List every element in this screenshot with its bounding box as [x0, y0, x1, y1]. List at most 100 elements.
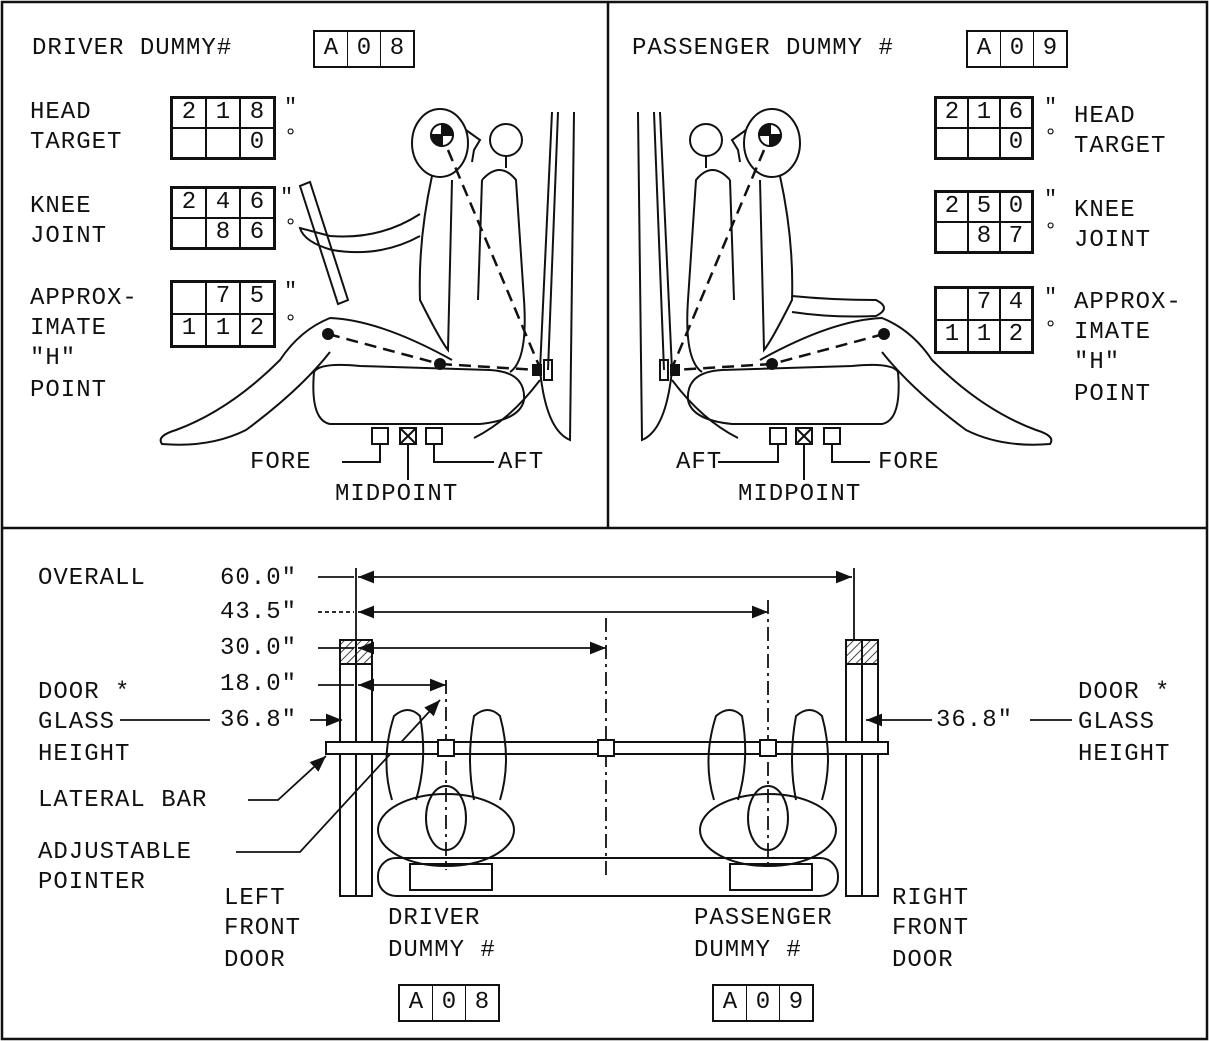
driver-aft-label: AFT	[498, 449, 545, 476]
value-digit: 0	[1000, 128, 1032, 158]
degree-unit: °	[1044, 317, 1058, 342]
value-digit: 2	[172, 98, 206, 128]
driver-head-target-label-2: TARGET	[30, 129, 123, 156]
passenger-h-point-label-2: IMATE	[1074, 319, 1152, 346]
id-digit: 0	[433, 986, 466, 1020]
id-digit: 0	[747, 986, 780, 1020]
value-digit	[936, 288, 968, 320]
dimension-centerline: 30.0"	[220, 635, 298, 662]
value-digit: 4	[1000, 288, 1032, 320]
value-digit: 0	[240, 128, 274, 158]
driver-h-point-label-4: POINT	[30, 377, 108, 404]
id-digit: 8	[389, 35, 405, 62]
value-digit: 7	[1000, 222, 1032, 252]
value-digit	[936, 128, 968, 158]
passenger-fore-label: FORE	[878, 449, 940, 476]
inch-unit: "	[280, 185, 294, 210]
plan-driver-dummy-label-2: DUMMY #	[388, 937, 496, 964]
value-digit: 0	[1000, 192, 1032, 222]
value-digit: 1	[968, 320, 1000, 352]
value-digit: 8	[240, 98, 274, 128]
plan-passenger-id-box: A 0 9	[712, 984, 814, 1022]
driver-head-target-label-1: HEAD	[30, 99, 92, 126]
degree-unit: °	[284, 125, 298, 150]
passenger-h-point-label-1: APPROX-	[1074, 289, 1182, 316]
passenger-knee-joint-label-2: JOINT	[1074, 227, 1152, 254]
right-front-door-label-3: DOOR	[892, 947, 954, 974]
value-digit: 2	[172, 188, 206, 218]
value-digit: 1	[936, 320, 968, 352]
dimension-overall: 60.0"	[220, 565, 298, 592]
driver-seated-figure	[159, 108, 575, 480]
id-digit: A	[400, 986, 433, 1020]
driver-h-point-label-1: APPROX-	[30, 285, 138, 312]
lateral-bar-label: LATERAL BAR	[38, 787, 208, 814]
driver-h-point-label-2: IMATE	[30, 315, 108, 342]
id-digit: A	[315, 32, 348, 66]
id-digit: 0	[348, 32, 381, 66]
id-digit: 0	[1001, 32, 1034, 66]
driver-knee-joint-grid: 2 4 6 8 6	[170, 186, 276, 250]
degree-unit: °	[1044, 219, 1058, 244]
driver-dummy-title: DRIVER DUMMY#	[32, 35, 233, 62]
value-digit	[206, 128, 240, 158]
driver-knee-joint-label-2: JOINT	[30, 223, 108, 250]
inch-unit: "	[1044, 285, 1058, 310]
passenger-midpoint-label: MIDPOINT	[738, 481, 862, 508]
id-digit: A	[968, 32, 1001, 66]
driver-h-point-grid: 7 5 1 1 2	[170, 280, 276, 348]
dimension-passenger-offset: 43.5"	[220, 599, 298, 626]
value-digit	[968, 128, 1000, 158]
left-glass-label-2: GLASS	[38, 709, 116, 736]
dimension-driver-offset: 18.0"	[220, 671, 298, 698]
plan-driver-dummy-label-1: DRIVER	[388, 905, 481, 932]
right-glass-label-1: DOOR *	[1078, 679, 1171, 706]
right-glass-label-3: HEIGHT	[1078, 741, 1171, 768]
driver-head-target-grid: 2 1 8 0	[170, 96, 276, 160]
value-digit: 2	[936, 192, 968, 222]
plan-passenger-dummy-label-2: DUMMY #	[694, 937, 802, 964]
degree-unit: °	[1044, 125, 1058, 150]
passenger-head-target-label-1: HEAD	[1074, 103, 1136, 130]
inch-unit: "	[284, 95, 298, 120]
value-digit: 2	[1000, 320, 1032, 352]
value-digit	[936, 222, 968, 252]
value-digit: 5	[240, 282, 274, 314]
value-digit: 1	[206, 98, 240, 128]
right-glass-label-2: GLASS	[1078, 709, 1156, 736]
plan-view-dimension-lines	[120, 568, 1072, 853]
value-digit: 6	[240, 188, 274, 218]
value-digit: 6	[1000, 98, 1032, 128]
value-digit: 8	[968, 222, 1000, 252]
value-digit: 8	[206, 218, 240, 248]
right-glass-height-value: 36.8"	[936, 707, 1014, 734]
passenger-head-target-grid: 2 1 6 0	[934, 96, 1034, 160]
left-front-door-label-3: DOOR	[224, 947, 286, 974]
right-front-door-label-2: FRONT	[892, 915, 970, 942]
value-digit	[172, 128, 206, 158]
value-digit: 7	[206, 282, 240, 314]
inch-unit: "	[1044, 95, 1058, 120]
id-digit: 9	[1042, 35, 1058, 62]
value-digit	[172, 282, 206, 314]
passenger-seated-figure	[637, 108, 1053, 480]
value-digit: 2	[240, 314, 274, 346]
left-glass-label-3: HEIGHT	[38, 741, 131, 768]
driver-dummy-id-box: A 0 8	[313, 30, 415, 68]
value-digit: 4	[206, 188, 240, 218]
value-digit: 5	[968, 192, 1000, 222]
driver-joint-markers	[322, 328, 553, 381]
passenger-reference-lines	[670, 149, 885, 372]
inch-unit: "	[284, 279, 298, 304]
degree-unit: °	[284, 215, 298, 240]
id-digit: A	[714, 986, 747, 1020]
plan-passenger-dummy-label-1: PASSENGER	[694, 905, 833, 932]
value-digit	[172, 218, 206, 248]
adjustable-pointer-label-1: ADJUSTABLE	[38, 839, 193, 866]
plan-view-vehicle	[325, 639, 889, 897]
driver-reference-lines	[327, 149, 542, 372]
plan-driver-id-box: A 0 8	[398, 984, 500, 1022]
